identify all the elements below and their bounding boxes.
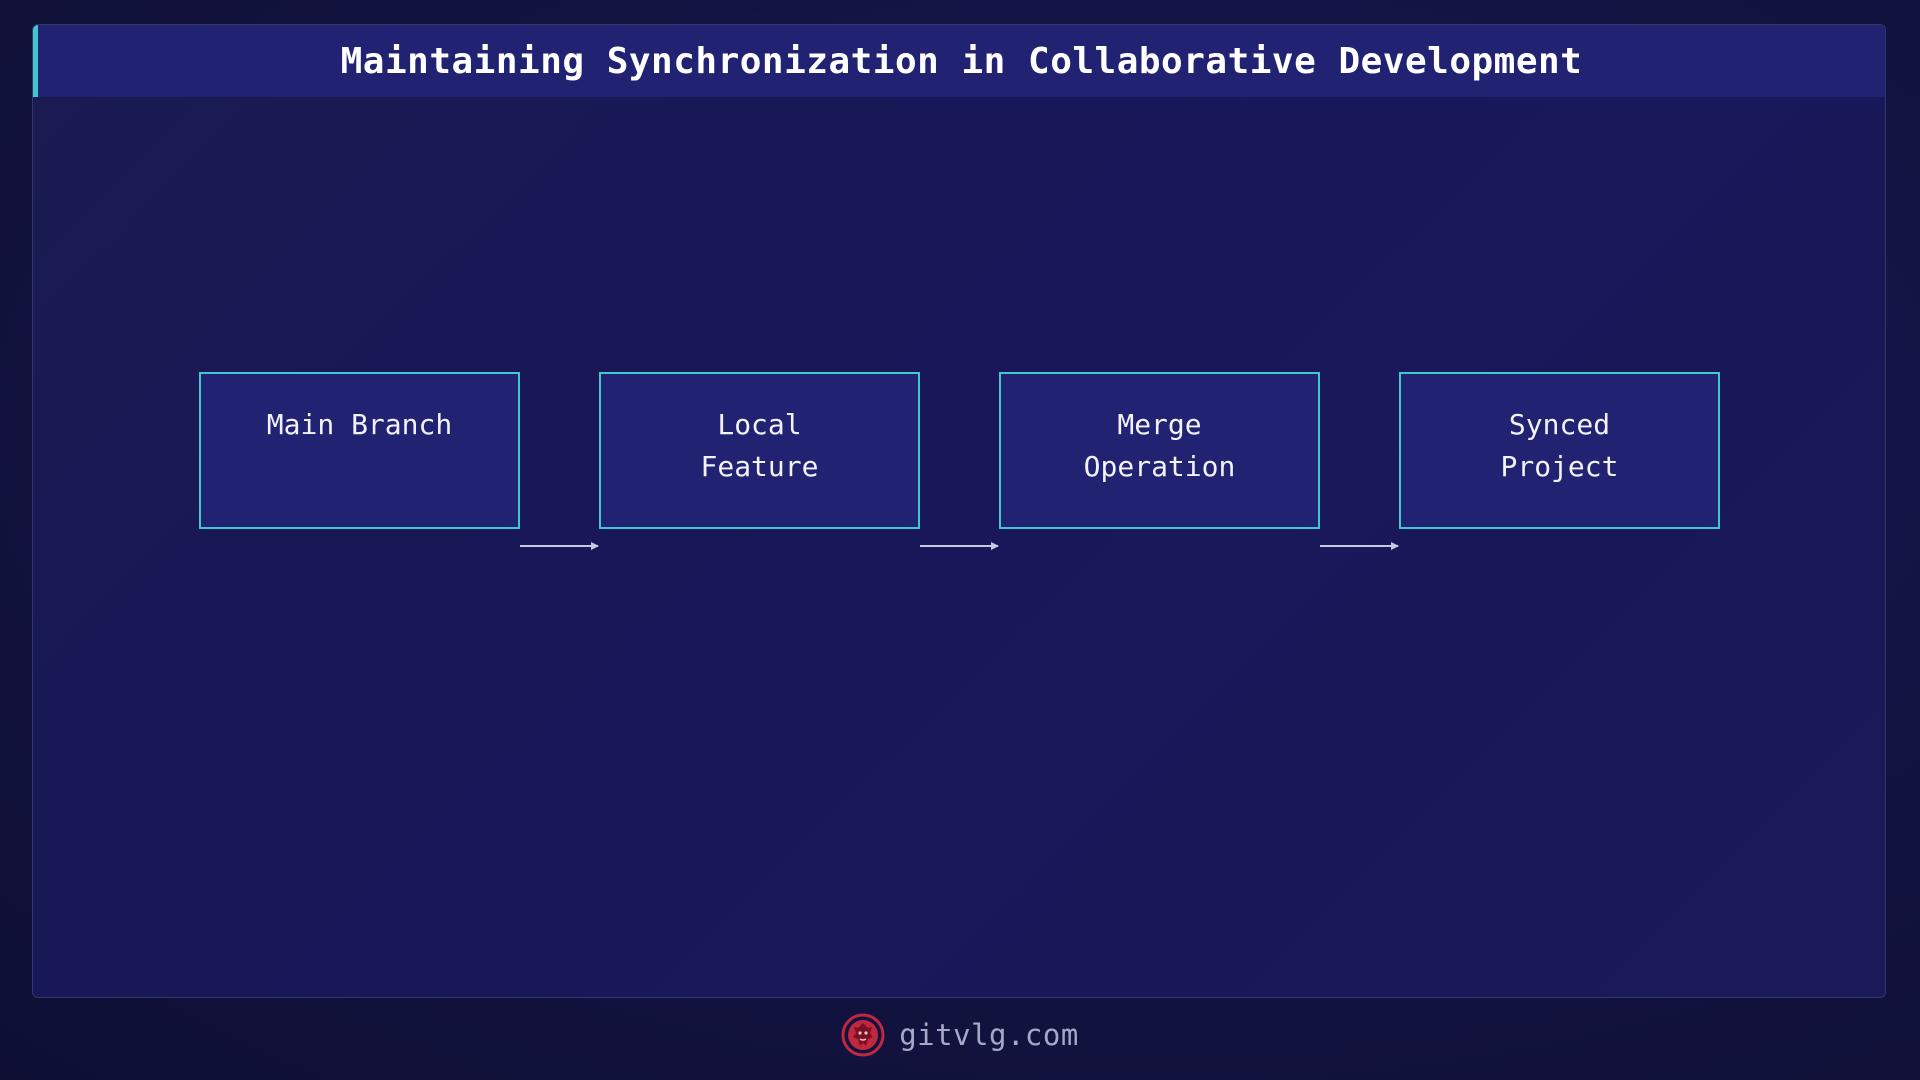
node-synced-project: Synced Project — [1399, 372, 1720, 529]
node-label: Merge Operation — [1083, 408, 1236, 483]
node-label: Local Feature — [700, 408, 819, 483]
title-bar: Maintaining Synchronization in Collabora… — [33, 25, 1885, 97]
node-label: Synced Project — [1500, 408, 1619, 483]
lion-head-icon — [841, 1013, 885, 1057]
diagram-title: Maintaining Synchronization in Collabora… — [340, 40, 1583, 82]
footer: gitvlg.com — [0, 1010, 1920, 1060]
node-merge-operation: Merge Operation — [999, 372, 1320, 529]
node-main-branch: Main Branch — [199, 372, 520, 529]
node-local-feature: Local Feature — [599, 372, 920, 529]
node-label: Main Branch — [266, 408, 453, 441]
footer-site-text[interactable]: gitvlg.com — [899, 1018, 1079, 1052]
